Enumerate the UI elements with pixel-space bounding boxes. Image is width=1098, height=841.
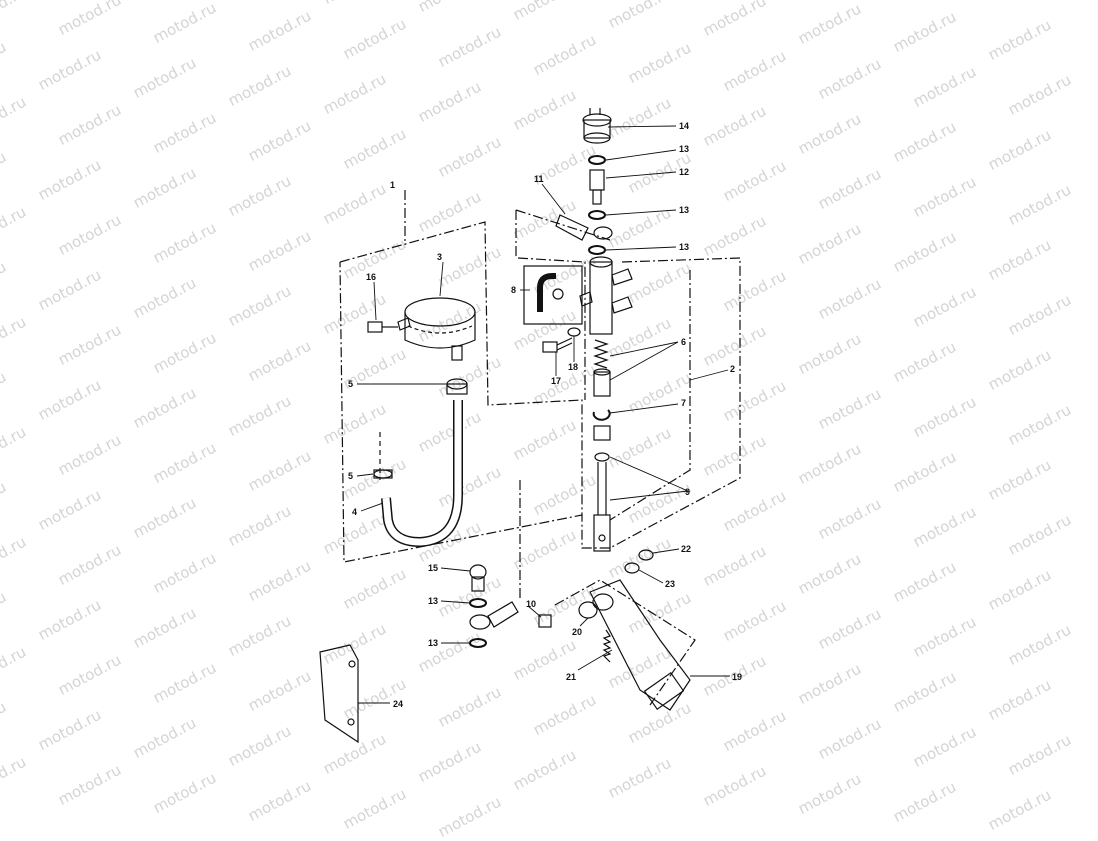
callout-22: 22 bbox=[681, 544, 691, 554]
callout-23: 23 bbox=[665, 579, 675, 589]
circlip-7 bbox=[592, 409, 611, 421]
spring-piston-6 bbox=[593, 339, 611, 397]
callout-13a: 13 bbox=[679, 144, 689, 154]
callout-1: 1 bbox=[390, 180, 395, 190]
banjo-bolt-12 bbox=[589, 169, 605, 205]
leader-lines bbox=[356, 125, 730, 704]
mounting-bracket-24 bbox=[319, 644, 359, 744]
callout-11: 11 bbox=[534, 174, 544, 184]
washer-22 bbox=[638, 549, 654, 561]
callout-19: 19 bbox=[732, 672, 742, 682]
callout-16: 16 bbox=[366, 272, 376, 282]
pushrod-9 bbox=[593, 425, 611, 552]
callout-2: 2 bbox=[730, 364, 735, 374]
master-cylinder-body bbox=[579, 256, 633, 335]
reservoir-group-outline bbox=[339, 190, 583, 563]
exploded-parts-diagram: 1 2 3 4 5 5 6 7 8 9 10 11 12 13 13 13 13… bbox=[319, 108, 742, 744]
hose-fitting-11 bbox=[555, 214, 613, 241]
pivot-bushing-20 bbox=[578, 601, 598, 619]
screw-16 bbox=[367, 321, 398, 333]
callout-4: 4 bbox=[352, 507, 357, 517]
callout-13e: 13 bbox=[428, 638, 438, 648]
callout-9: 9 bbox=[685, 487, 690, 497]
bleed-screw-10 bbox=[538, 614, 552, 628]
callout-13c: 13 bbox=[679, 242, 689, 252]
callout-17: 17 bbox=[551, 376, 561, 386]
callout-13b: 13 bbox=[679, 205, 689, 215]
banjo-bolt-15 bbox=[469, 564, 487, 592]
fluid-reservoir-3 bbox=[397, 297, 476, 361]
callout-15: 15 bbox=[428, 563, 438, 573]
washer-18 bbox=[567, 327, 581, 337]
brake-pedal-19 bbox=[589, 579, 691, 711]
master-cylinder-group-outline bbox=[515, 209, 741, 706]
hose-union bbox=[469, 601, 519, 630]
return-spring-21 bbox=[602, 629, 612, 663]
pressure-switch-14 bbox=[582, 108, 612, 144]
callout-21: 21 bbox=[566, 672, 576, 682]
washer-23 bbox=[624, 562, 640, 574]
callout-labels: 1 2 3 4 5 5 6 7 8 9 10 11 12 13 13 13 13… bbox=[348, 121, 742, 709]
callout-5a: 5 bbox=[348, 379, 353, 389]
callout-13d: 13 bbox=[428, 596, 438, 606]
elbow-fitting-8 bbox=[523, 265, 583, 325]
callout-14: 14 bbox=[679, 121, 689, 131]
callout-24: 24 bbox=[393, 699, 403, 709]
bolt-17 bbox=[542, 337, 573, 353]
reservoir-hose-4 bbox=[379, 400, 463, 548]
callout-5b: 5 bbox=[348, 471, 353, 481]
callout-6: 6 bbox=[681, 337, 686, 347]
callout-3: 3 bbox=[437, 252, 442, 262]
callout-18: 18 bbox=[568, 362, 578, 372]
callout-12: 12 bbox=[679, 167, 689, 177]
callout-8: 8 bbox=[511, 285, 516, 295]
callout-20: 20 bbox=[572, 627, 582, 637]
callout-7: 7 bbox=[681, 398, 686, 408]
lower-washers-13 bbox=[469, 598, 487, 648]
sealing-washers-13 bbox=[588, 155, 606, 255]
callout-10: 10 bbox=[526, 599, 536, 609]
